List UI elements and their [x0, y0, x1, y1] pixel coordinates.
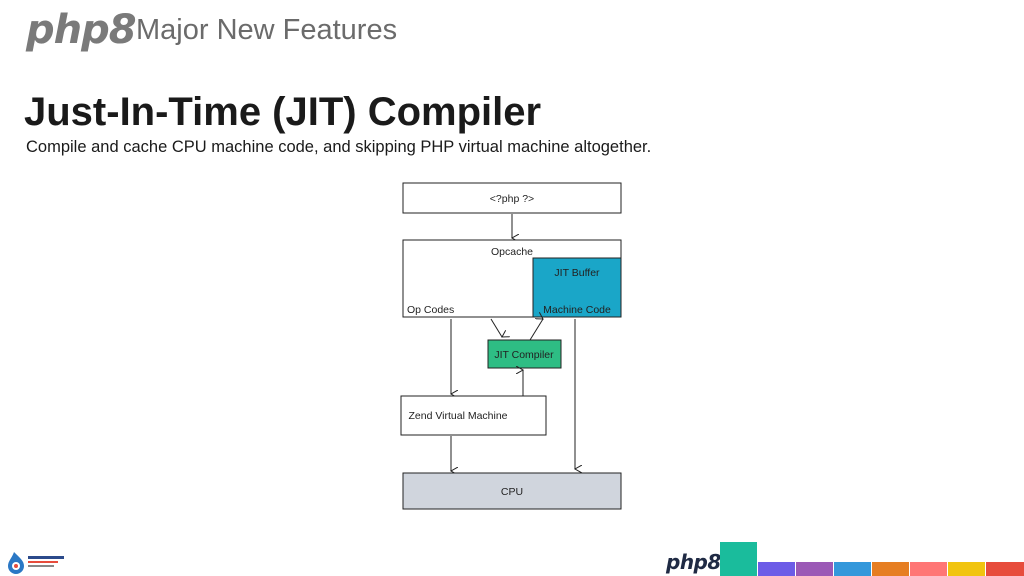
jit-compiler-label: JIT Compiler [494, 349, 554, 361]
slide-subtitle: Compile and cache CPU machine code, and … [26, 138, 652, 156]
jit-diagram: <?php ?> Opcache Op Codes JIT Buffer Mac… [396, 178, 628, 515]
color-stripe-5 [872, 562, 909, 576]
zend-vm-box [400, 395, 547, 436]
zend-vm-label: Zend Virtual Machine [408, 410, 507, 422]
arrow-opcodes-to-jit [490, 318, 502, 337]
cpu-label: CPU [501, 486, 523, 498]
php8-footer-logo: php8 [666, 550, 721, 574]
jit-buffer-box [532, 257, 622, 318]
header-title: Major New Features [136, 14, 398, 46]
color-stripe-7 [948, 562, 985, 576]
cpu-box [402, 472, 622, 510]
jit-buffer-label: JIT Buffer [554, 267, 600, 279]
color-stripe-6 [910, 562, 947, 576]
php-tag-label: <?php ?> [490, 193, 534, 205]
jit-diagram-svg: <?php ?> Opcache Op Codes JIT Buffer Mac… [400, 182, 622, 510]
drupalcon-logo [8, 552, 64, 574]
color-stripe-4 [834, 562, 871, 576]
color-stripe-2 [758, 562, 795, 576]
php8-logo: php8 [26, 7, 137, 53]
slide-title: Just-In-Time (JIT) Compiler [24, 90, 542, 134]
php-tag-box [402, 182, 622, 214]
color-stripe-1 [720, 542, 757, 576]
machine-code-label: Machine Code [543, 304, 611, 316]
arrow-jit-to-buffer [529, 319, 543, 341]
op-codes-label: Op Codes [407, 304, 454, 316]
footer-color-bar [720, 542, 1024, 576]
color-stripe-8 [986, 562, 1024, 576]
opcache-label: Opcache [491, 246, 533, 258]
jit-compiler-box [487, 339, 562, 369]
color-stripe-3 [796, 562, 833, 576]
